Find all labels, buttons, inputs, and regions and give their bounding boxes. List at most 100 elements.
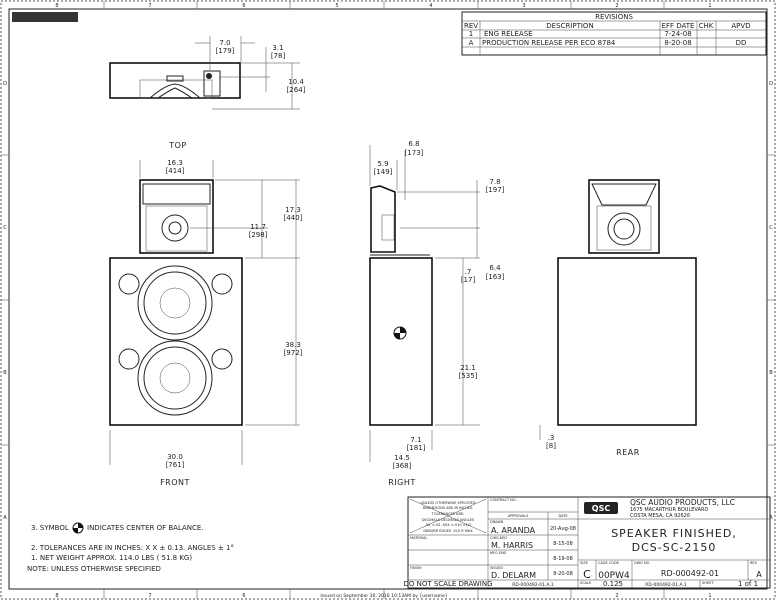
revision-row-apvd: DD	[736, 39, 747, 47]
dim-right-depth-top-mm: [173]	[405, 149, 424, 157]
dim-right-balance-height-mm: [535]	[459, 372, 478, 380]
rear-view-label: REAR	[616, 448, 640, 457]
apvd-header: APVD	[731, 22, 750, 30]
finish-label: FINISH	[410, 566, 422, 570]
scale-value: 0.125	[603, 580, 623, 588]
right-view-label: RIGHT	[388, 478, 416, 487]
approvals-label: APPROVALS	[508, 514, 529, 518]
dim-front-horn-width-mm: [414]	[166, 167, 185, 175]
notes: 3. SYMBOL INDICATES CENTER OF BALANCE. 2…	[27, 522, 234, 573]
zone-col-6-bottom: 6	[242, 593, 245, 599]
dwg-no-label: DWG NO.	[634, 561, 650, 565]
date-label: DATE	[558, 514, 567, 518]
right-view	[369, 145, 541, 462]
dim-front-total-height: 38.3	[285, 341, 301, 349]
cage-code-label: CAGE CODE	[598, 561, 619, 565]
dim-top-offset: 3.1	[272, 44, 283, 52]
dim-right-depth: 14.5	[394, 454, 410, 462]
zone-row-d-right: D	[769, 81, 773, 87]
cage-code-value: 00PW4	[598, 571, 630, 581]
note-3-text: INDICATES CENTER OF BALANCE.	[87, 524, 204, 532]
zone-row-d: D	[3, 81, 7, 87]
issued-date: 8-20-08	[553, 571, 573, 577]
contract-label: CONTRACT NO.	[490, 498, 517, 502]
rev-value: A	[756, 570, 762, 579]
dim-front-width-mm: [761]	[166, 461, 185, 469]
zone-col-8-bottom: 8	[55, 593, 58, 599]
front-view	[109, 160, 300, 465]
revisions-table: REVISIONS REV DESCRIPTION EFF DATE CHK A…	[461, 11, 767, 56]
top-view-label: TOP	[168, 141, 187, 150]
dim-right-balance-height: 21.1	[460, 364, 476, 372]
material-label: MATERIAL	[410, 536, 427, 540]
sheet-number: 1 of 1	[738, 580, 758, 588]
dim-front-total-height-mm: [972]	[284, 349, 303, 357]
dim-right-feet: .3	[548, 434, 555, 442]
checked-date: 8-15-08	[553, 541, 573, 547]
front-view-dims: 16.3 [414] 11.7 [298] 17.3 [440] 38.3 [9…	[160, 159, 303, 487]
zone-row-a: A	[3, 515, 7, 521]
drawing-title-line-2: DCS-SC-2150	[632, 541, 717, 554]
top-view	[109, 36, 300, 110]
zone-col-6: 6	[242, 3, 245, 9]
size-value: C	[583, 568, 591, 581]
zone-row-c: C	[3, 225, 7, 231]
dim-front-horn-width: 16.3	[167, 159, 183, 167]
checked-label: CHECKED	[490, 536, 507, 540]
zone-col-2-bottom: 2	[615, 593, 618, 599]
company-name: QSC AUDIO PRODUCTS, LLC	[630, 498, 735, 507]
center-of-balance-icon	[393, 326, 407, 340]
revision-row-date: 7-24-08	[664, 30, 691, 38]
tolerance-line-3: TOLERANCES ARE:	[431, 512, 465, 516]
dim-front-driver-height: 11.7	[250, 223, 266, 231]
zone-col-1-bottom: 1	[708, 593, 711, 599]
size-label: SIZE	[580, 561, 588, 565]
revision-row-rev: 1	[469, 30, 473, 38]
zone-col-1: 1	[708, 3, 711, 9]
revision-row-date: 8-20-08	[664, 39, 691, 47]
title-block: UNLESS OTHERWISE SPECIFIED DIMENSIONS AR…	[403, 496, 771, 589]
revisions-title: REVISIONS	[595, 13, 633, 21]
right-view-dims: 6.8 [173] 5.9 [149] 7.8 [197] .7 [17] 6.…	[374, 140, 557, 487]
dim-front-driver-height-mm: [298]	[249, 231, 268, 239]
tolerance-line-5: .XX ±.03 .XXX ±.010 ±1/2	[425, 523, 471, 527]
dim-right-feet-mm: [8]	[546, 442, 556, 450]
rev-label: REV	[750, 561, 758, 565]
zone-labels: 8 7 6 5 4 3 2 1 8 7 6 2 1 D C B A D C B …	[3, 3, 773, 599]
dim-right-driver-height-mm: [163]	[486, 273, 505, 281]
zone-col-4: 4	[429, 3, 432, 9]
top-view-dims: 7.0 [179] 3.1 [78] 10.4 [264] TOP	[168, 39, 305, 150]
dim-right-depth-top: 6.8	[408, 140, 419, 148]
qsc-logo-text: QSC	[592, 504, 611, 513]
rev-header: REV	[464, 22, 478, 30]
dim-right-driver-height: 6.4	[489, 264, 501, 272]
revision-row-description: PRODUCTION RELEASE PER ECO 8784	[482, 39, 616, 47]
dim-right-gap: .7	[465, 268, 472, 276]
revision-row-description: ENG RELEASE	[484, 30, 533, 38]
dim-front-upper-height-mm: [440]	[284, 214, 303, 222]
note-3: 3. SYMBOL	[31, 524, 69, 532]
dim-top-width-mm: [179]	[216, 47, 235, 55]
zone-row-b: B	[3, 370, 7, 376]
note-1: 1. NET WEIGHT APPROX. 114.0 LBS ( 51.8 K…	[31, 554, 192, 562]
zone-col-5: 5	[335, 3, 338, 9]
dim-top-depth-mm: [264]	[287, 86, 306, 94]
front-view-label: FRONT	[160, 478, 190, 487]
eff-date-header: EFF DATE	[662, 22, 695, 30]
zone-col-2: 2	[615, 3, 618, 9]
dim-right-balance-depth-mm: [181]	[407, 444, 426, 452]
note-header: NOTE: UNLESS OTHERWISE SPECIFIED	[27, 565, 161, 573]
issued-label: ISSUED	[490, 566, 503, 570]
proprietary-stamp	[12, 12, 78, 22]
dim-right-horn-height: 7.8	[489, 178, 500, 186]
rear-view	[557, 179, 697, 426]
zone-col-7-bottom: 7	[148, 593, 151, 599]
mfg-date: 8-19-08	[553, 556, 573, 562]
dim-right-gap-mm: [17]	[461, 276, 476, 284]
qsc-logo	[584, 502, 618, 514]
revision-row-rev: A	[469, 39, 474, 47]
company-address-2: COSTA MESA, CA 92626	[630, 513, 690, 519]
zone-row-a-right: A	[769, 515, 773, 521]
scale-label: SCALE	[580, 581, 591, 585]
